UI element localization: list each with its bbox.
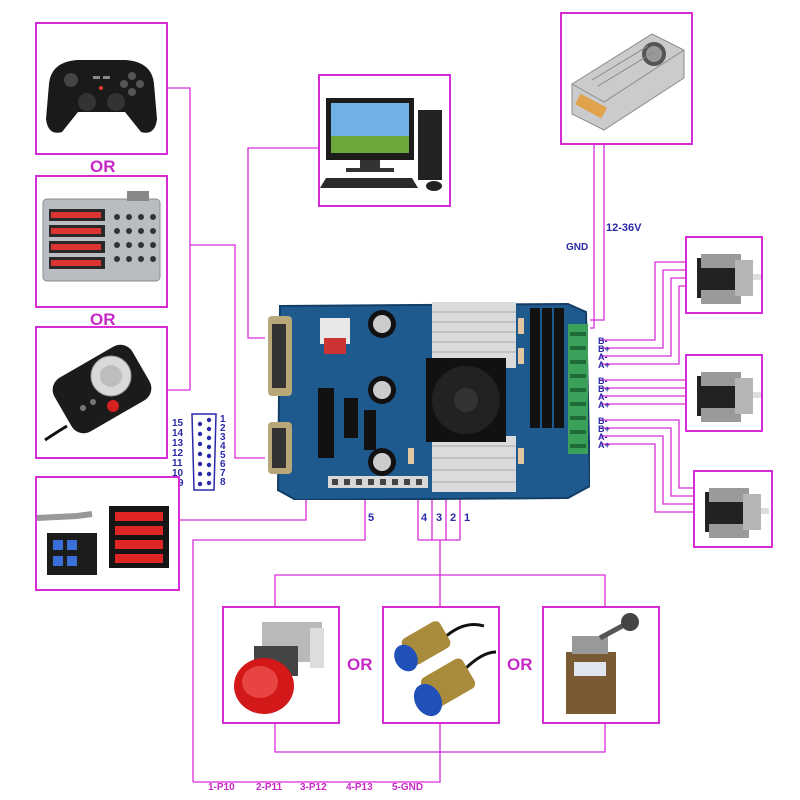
proximity-sensor-box [382, 606, 500, 724]
wire-input-group [168, 87, 191, 391]
pin-legend-p12: 3-P12 [300, 782, 327, 793]
pin-legend-p10: 1-P10 [208, 782, 235, 793]
db15-pin-5: 5 [220, 450, 226, 461]
power-voltage-label: 12-36V [606, 222, 642, 234]
motor3-pin-b-plus: B+ [598, 424, 610, 434]
db15-pinout: 15 14 13 12 11 10 9 1 2 3 4 5 6 7 8 [170, 412, 240, 492]
power-gnd-label: GND [566, 242, 589, 253]
db15-pin-4: 4 [220, 441, 226, 452]
wire-to-db15 [190, 244, 265, 459]
motor3-pin-b-minus: B- [598, 416, 608, 426]
pin-legend-p13: 4-P13 [346, 782, 373, 793]
db15-pin-3: 3 [220, 432, 226, 443]
db15-pin-2: 2 [220, 423, 226, 434]
db15-pin-11: 11 [172, 458, 183, 469]
controller-board [268, 298, 592, 502]
computer-icon [320, 98, 442, 191]
proximity-sensor-icon [394, 621, 497, 717]
stepper-motor-icon [697, 372, 761, 422]
keypad-controller-box [35, 175, 168, 308]
mpg-handwheel-icon [44, 344, 152, 442]
display-module-icon [36, 506, 169, 575]
db15-pin-14: 14 [172, 428, 184, 439]
motor1-pin-b-minus: B- [598, 336, 608, 346]
wire-power-12v [590, 140, 595, 329]
signal-1-label: 1 [464, 512, 471, 524]
db15-pin-12: 12 [172, 448, 184, 459]
motor2-pin-b-minus: B- [598, 376, 608, 386]
signal-3-label: 3 [436, 512, 443, 524]
emergency-stop-box [222, 606, 340, 724]
motor2-pin-a-minus: A- [598, 392, 608, 402]
db15-pin-9: 9 [178, 478, 184, 489]
motor2-pin-b-plus: B+ [598, 384, 610, 394]
signal-4-label: 4 [421, 512, 428, 524]
pin-legend-gnd: 5-GND [392, 782, 424, 793]
or-label-1: OR [90, 157, 116, 176]
power-supply-box [560, 12, 693, 145]
stepper-motor-1-box [685, 236, 763, 314]
stepper-motor-icon [697, 254, 761, 304]
computer-box [318, 74, 451, 207]
display-module-box [35, 476, 180, 591]
power-supply-icon [571, 33, 685, 131]
stepper-motor-3-box [693, 470, 773, 548]
limit-switch-box [542, 606, 660, 724]
motor3-pin-a-plus: A+ [598, 440, 610, 450]
mpg-handwheel-box [35, 326, 168, 459]
db15-pin-7: 7 [220, 468, 226, 479]
gamepad-icon [46, 60, 157, 133]
motor1-pin-b-plus: B+ [598, 344, 610, 354]
motor1-pin-a-plus: A+ [598, 360, 610, 370]
db15-pin-6: 6 [220, 459, 226, 470]
emergency-stop-icon [234, 622, 324, 714]
db15-pin-8: 8 [220, 477, 226, 488]
limit-switch-icon [566, 613, 639, 714]
wire-to-parallel-port [247, 147, 318, 339]
or-label-3: OR [347, 655, 373, 674]
gamepad-box [35, 22, 168, 155]
db15-pin-10: 10 [172, 468, 184, 479]
or-label-2: OR [90, 310, 116, 329]
motor1-pin-a-minus: A- [598, 352, 608, 362]
stepper-motor-icon [705, 488, 769, 538]
db15-pin-15: 15 [172, 418, 184, 429]
motor2-pin-a-plus: A+ [598, 400, 610, 410]
wire-power-gnd [590, 140, 605, 321]
pcb-image [268, 302, 592, 502]
signal-5-label: 5 [368, 512, 375, 524]
signal-2-label: 2 [450, 512, 457, 524]
keypad-controller-icon [42, 191, 161, 282]
db15-pin-1: 1 [220, 414, 226, 425]
motor3-pin-a-minus: A- [598, 432, 608, 442]
db15-pin-13: 13 [172, 438, 184, 449]
stepper-motor-2-box [685, 354, 763, 432]
or-label-4: OR [507, 655, 533, 674]
pin-legend-p11: 2-P11 [256, 782, 283, 793]
db15-connector-icon [191, 413, 217, 491]
wire-mpg-display [180, 490, 307, 521]
